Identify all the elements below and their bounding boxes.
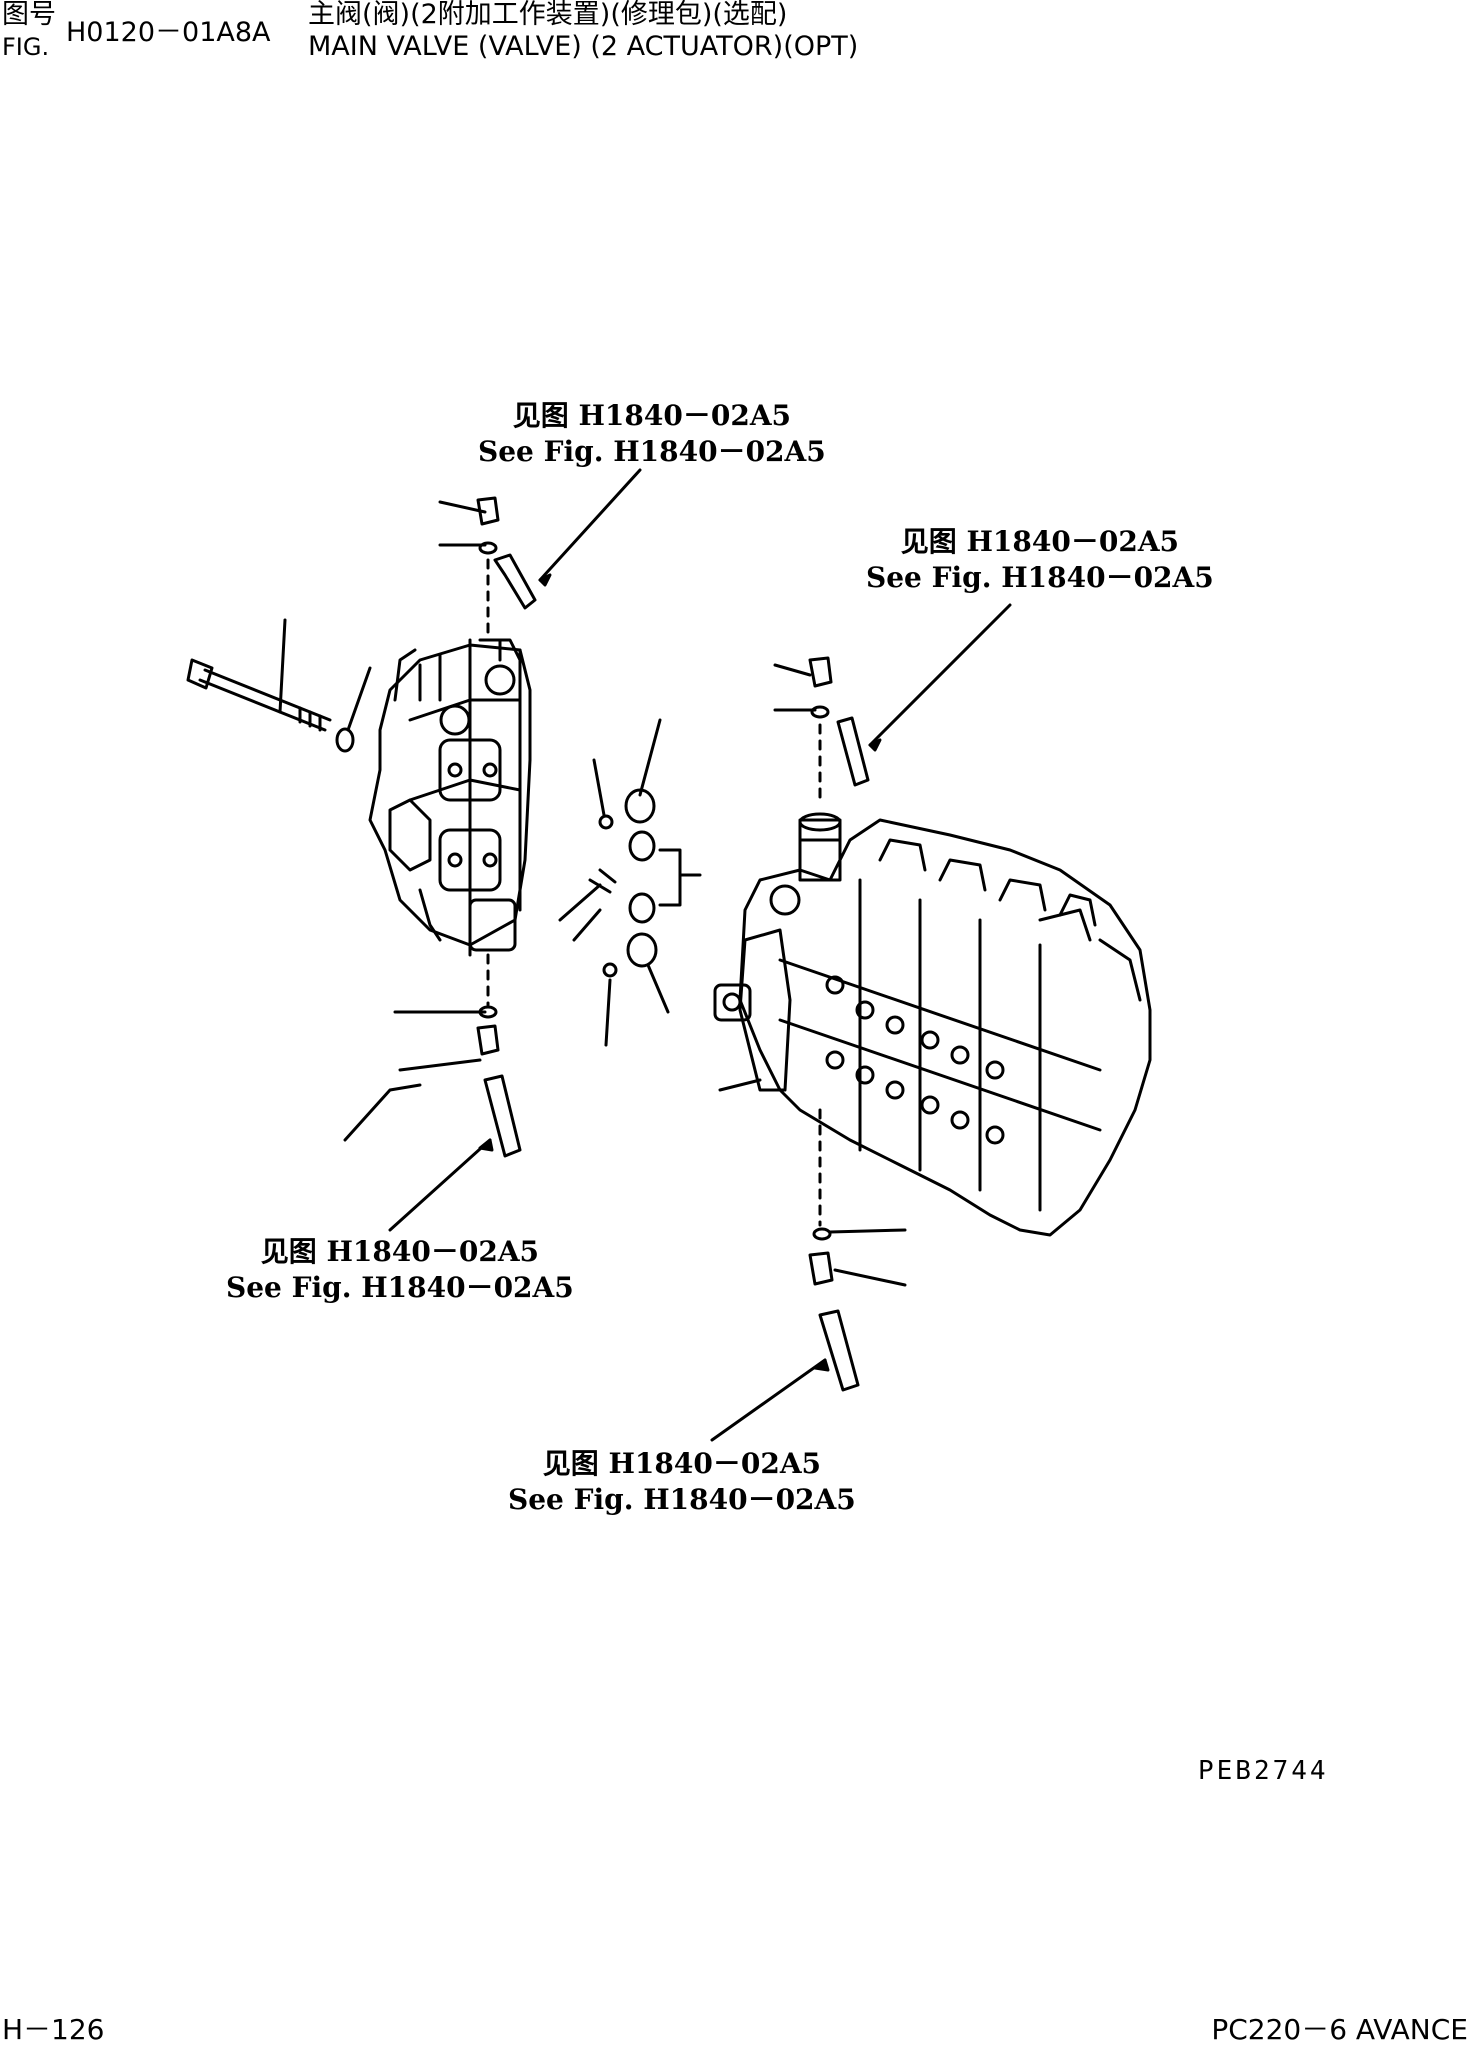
title-cn: 主阀(阀)(2附加工作装置)(修理包)(选配) bbox=[308, 0, 788, 30]
callout-cn: 见图 H1840－02A5 bbox=[260, 1235, 540, 1268]
callout-en: See Fig. H1840－02A5 bbox=[478, 435, 826, 468]
callout-cn: 见图 H1840－02A5 bbox=[900, 525, 1180, 558]
callout-top-right: 见图 H1840－02A5 See Fig. H1840－02A5 bbox=[866, 524, 1214, 596]
fig-number: H0120－01A8A bbox=[66, 17, 271, 48]
fig-label-en: FIG. bbox=[2, 33, 50, 61]
callout-en: See Fig. H1840－02A5 bbox=[226, 1271, 574, 1304]
callout-en: See Fig. H1840－02A5 bbox=[866, 561, 1214, 594]
title-en: MAIN VALVE (VALVE) (2 ACTUATOR)(OPT) bbox=[308, 31, 859, 62]
right-bottom-fittings bbox=[710, 1108, 907, 1442]
callout-cn: 见图 H1840－02A5 bbox=[542, 1447, 822, 1480]
left-top-fittings bbox=[438, 468, 642, 642]
callout-top-left: 见图 H1840－02A5 See Fig. H1840－02A5 bbox=[478, 398, 826, 470]
right-main-valve bbox=[713, 812, 1152, 1237]
drawing-code: PEB2744 bbox=[1198, 1756, 1329, 1786]
callout-bottom-left: 见图 H1840－02A5 See Fig. H1840－02A5 bbox=[226, 1234, 574, 1306]
right-top-fittings bbox=[773, 603, 1012, 807]
callout-en: See Fig. H1840－02A5 bbox=[508, 1483, 856, 1516]
machine-model: PC220－6 AVANCE bbox=[1211, 2013, 1468, 2046]
left-bolt bbox=[186, 618, 372, 753]
page-number: H－126 bbox=[2, 2013, 105, 2046]
left-valve-section bbox=[368, 638, 532, 957]
callout-cn: 见图 H1840－02A5 bbox=[512, 399, 792, 432]
left-bottom-fittings bbox=[343, 953, 522, 1232]
fig-label-cn: 图号 bbox=[2, 0, 56, 30]
callout-bottom-center: 见图 H1840－02A5 See Fig. H1840－02A5 bbox=[508, 1446, 856, 1518]
middle-o-rings bbox=[558, 718, 702, 1047]
